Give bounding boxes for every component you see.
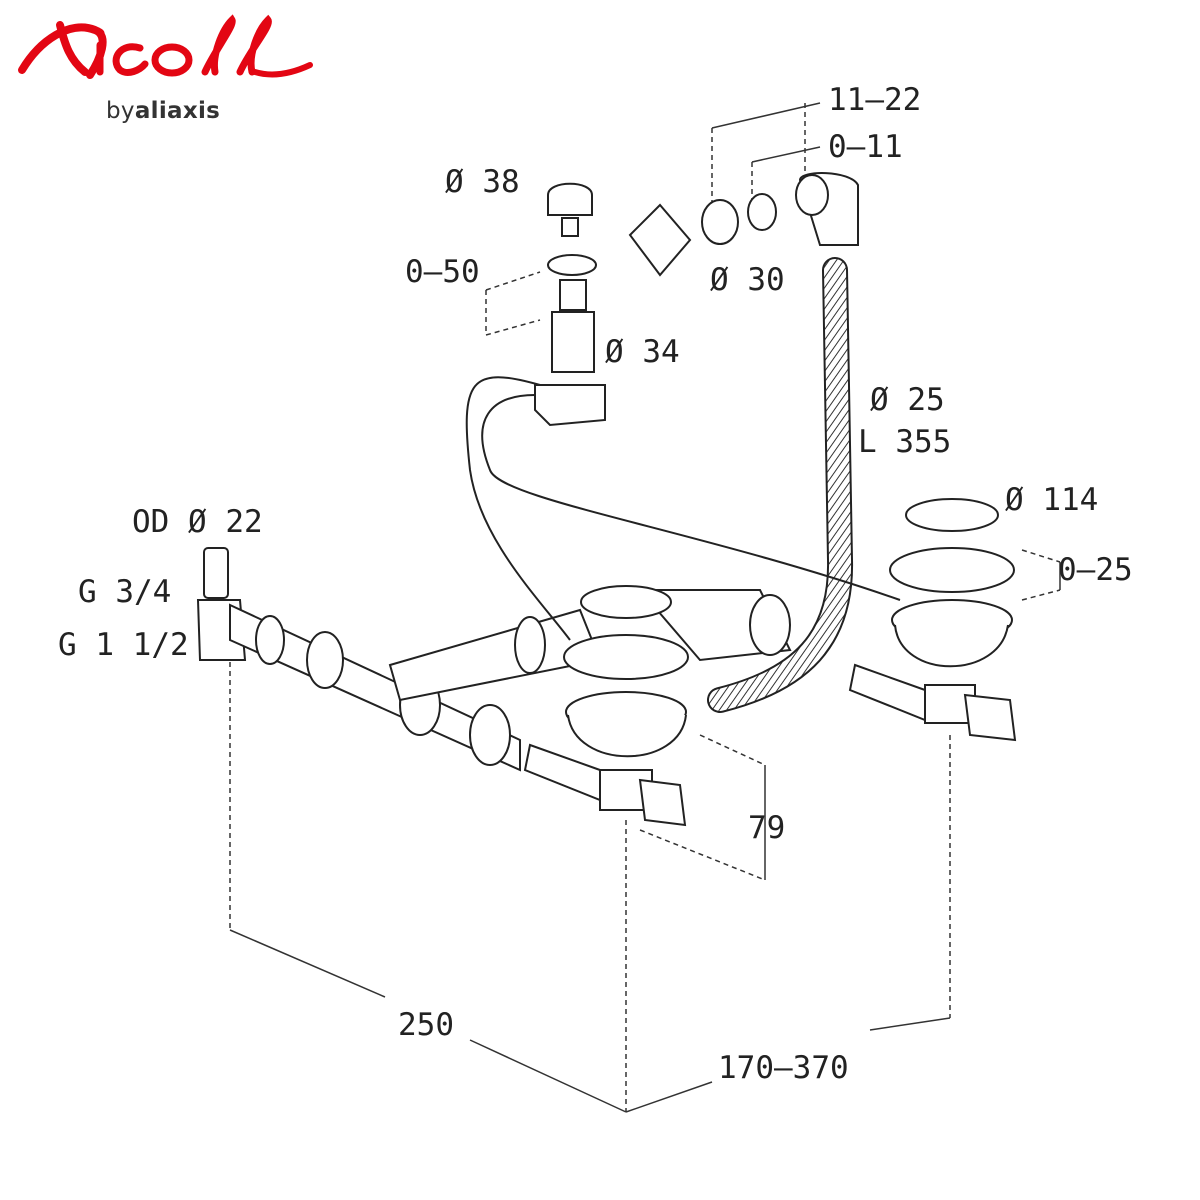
label-w250: 250 — [398, 1007, 454, 1043]
flexible-hose — [707, 257, 854, 713]
label-d34: Ø 34 — [605, 334, 680, 370]
left-strainer — [523, 585, 689, 827]
label-h79: 79 — [748, 810, 785, 846]
connector-pipe — [388, 589, 792, 702]
label-od22: OD Ø 22 — [132, 504, 263, 540]
popup-control — [534, 182, 606, 427]
label-d25: Ø 25 — [870, 382, 945, 418]
label-d0-25: 0–25 — [1058, 552, 1133, 588]
control-cables — [465, 376, 901, 641]
overflow-head — [628, 172, 859, 277]
right-strainer — [848, 498, 1017, 742]
label-d114: Ø 114 — [1005, 482, 1098, 518]
dimension-lines — [229, 103, 1061, 1112]
label-d0-11: 0–11 — [828, 129, 903, 165]
label-d30: Ø 30 — [710, 262, 785, 298]
logo-owner: aliaxis — [134, 98, 221, 124]
logo-byline: byaliaxis — [106, 98, 220, 124]
label-d11-22: 11–22 — [828, 82, 921, 118]
label-l355: L 355 — [858, 424, 951, 460]
dimension-solid-lines — [229, 102, 1061, 1113]
label-d0-50: 0–50 — [405, 254, 480, 290]
label-g34: G 3/4 — [78, 574, 171, 610]
logo-by: by — [106, 98, 135, 124]
nicoll-logo — [18, 14, 313, 79]
label-g112: G 1 1/2 — [58, 627, 189, 663]
label-w170-370: 170–370 — [718, 1050, 849, 1086]
label-d38: Ø 38 — [445, 164, 520, 200]
